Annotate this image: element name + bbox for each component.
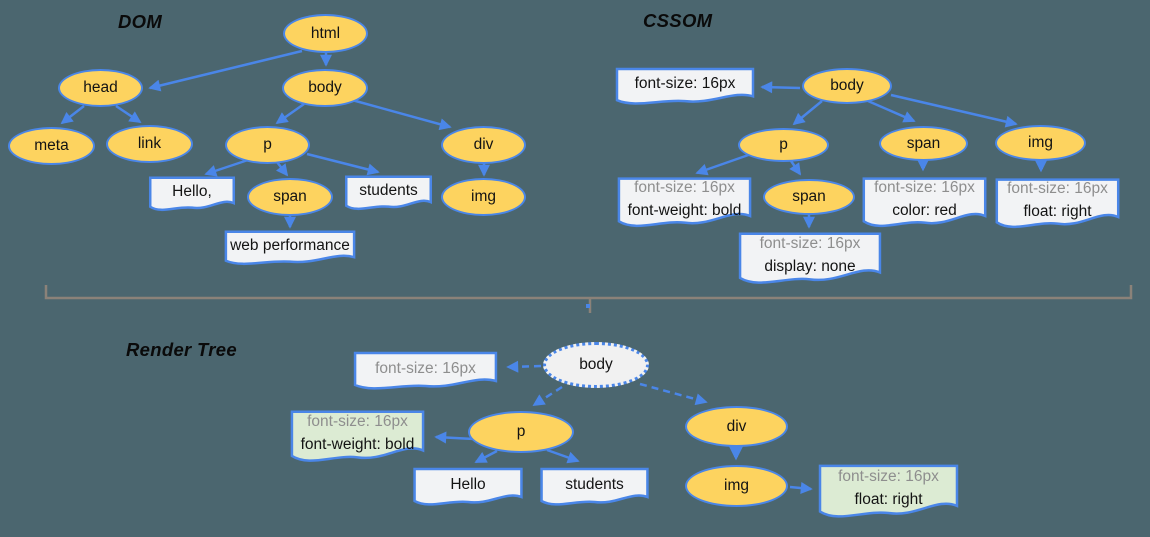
dom-node-html: html <box>283 14 368 53</box>
document-shape <box>862 176 987 232</box>
render-node-img: img <box>685 465 788 507</box>
style-rule: float: right <box>854 490 923 508</box>
document-shape <box>224 230 356 268</box>
document-shape <box>290 409 425 467</box>
document-shape <box>818 463 959 523</box>
document-shape <box>738 231 882 289</box>
document-shape <box>995 177 1120 233</box>
render-textbox-students: students <box>540 467 649 509</box>
text-node-label: Hello, <box>172 183 212 201</box>
node-label: p <box>779 136 788 153</box>
render-tree-title: Render Tree <box>126 339 237 360</box>
dom-node-link: link <box>106 125 193 163</box>
dom-node-p: p <box>225 126 310 164</box>
node-label: img <box>1028 134 1053 151</box>
style-rule: color: red <box>892 201 957 219</box>
document-shape <box>615 67 755 108</box>
render-node-body: body <box>543 342 649 388</box>
dom-node-head: head <box>58 69 143 107</box>
cssom-title: CSSOM <box>643 10 713 31</box>
node-label: meta <box>34 137 69 154</box>
dom-textbox-web-performance: web performance <box>224 230 356 268</box>
cssom-node-body: body <box>802 68 892 104</box>
dom-title: DOM <box>118 11 163 32</box>
style-rule: display: none <box>764 257 856 275</box>
document-shape <box>540 467 649 509</box>
text-node-label: Hello <box>450 475 486 493</box>
style-rule: font-size: 16px <box>634 75 736 93</box>
node-label: span <box>273 188 307 205</box>
cssom-node-p: p <box>738 128 829 162</box>
render-stylebox-img: font-size: 16px float: right <box>818 463 959 523</box>
text-node-label: students <box>565 475 624 493</box>
node-label: img <box>471 188 496 205</box>
style-rule: font-weight: bold <box>627 201 742 219</box>
cssom-stylebox-span-red: font-size: 16px color: red <box>862 176 987 232</box>
cssom-node-span-red: span <box>879 126 968 161</box>
node-label: head <box>83 79 118 96</box>
dom-node-body: body <box>282 69 368 107</box>
render-node-p: p <box>468 411 574 453</box>
node-label: div <box>473 136 494 153</box>
cssom-stylebox-img: font-size: 16px float: right <box>995 177 1120 233</box>
style-rule: float: right <box>1023 202 1092 220</box>
node-label: img <box>724 477 749 494</box>
node-label: html <box>310 24 341 42</box>
dom-node-div: div <box>441 126 526 164</box>
style-rule: font-size: 16px <box>838 467 939 485</box>
node-label: span <box>906 134 941 152</box>
text-node-label: web performance <box>230 237 350 255</box>
cssom-node-img: img <box>995 125 1086 161</box>
render-textbox-hello: Hello <box>413 467 523 509</box>
node-label: div <box>726 417 747 435</box>
document-shape <box>345 175 432 213</box>
text-node-label: students <box>359 182 418 200</box>
style-rule: font-size: 16px <box>307 412 408 430</box>
node-label: p <box>263 136 272 153</box>
style-rule: font-size: 16px <box>759 234 861 252</box>
dom-node-img: img <box>441 178 526 216</box>
render-stylebox-p: font-size: 16px font-weight: bold <box>290 409 425 467</box>
dom-node-span: span <box>247 178 333 216</box>
render-stylebox-body: font-size: 16px <box>353 351 498 393</box>
style-rule: font-size: 16px <box>634 178 735 196</box>
cssom-stylebox-body: font-size: 16px <box>615 67 755 108</box>
style-rule: font-size: 16px <box>1007 179 1108 197</box>
node-label: body <box>579 356 613 373</box>
document-shape <box>413 467 523 509</box>
dom-textbox-students: students <box>345 175 432 213</box>
dom-node-meta: meta <box>8 127 95 165</box>
node-label: link <box>137 135 162 152</box>
style-rule: font-weight: bold <box>300 435 415 453</box>
document-shape <box>617 176 752 232</box>
merge-bracket <box>44 285 1133 313</box>
node-label: span <box>792 188 826 205</box>
cssom-node-span-none: span <box>763 179 855 215</box>
dom-textbox-hello: Hello, <box>149 176 235 214</box>
render-node-div: div <box>685 406 788 447</box>
node-label: p <box>516 423 526 440</box>
document-shape <box>353 351 498 393</box>
cssom-stylebox-span-none: font-size: 16px display: none <box>738 231 882 289</box>
style-rule: font-size: 16px <box>874 178 975 196</box>
style-rule: font-size: 16px <box>375 359 476 377</box>
cssom-stylebox-p: font-size: 16px font-weight: bold <box>617 176 752 232</box>
document-shape <box>149 176 235 214</box>
node-label: body <box>830 77 864 94</box>
node-label: body <box>308 79 342 96</box>
